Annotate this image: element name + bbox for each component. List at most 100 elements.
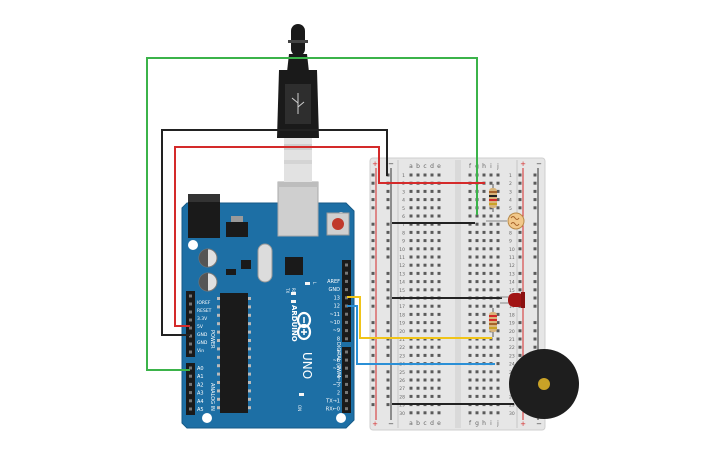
breadboard-hole[interactable] xyxy=(430,239,434,243)
breadboard-hole[interactable] xyxy=(437,263,441,267)
breadboard-hole[interactable] xyxy=(437,386,441,390)
breadboard-hole[interactable] xyxy=(430,198,434,202)
rail-hole[interactable] xyxy=(371,321,375,325)
breadboard-hole[interactable] xyxy=(416,230,420,234)
rail-hole[interactable] xyxy=(518,280,522,284)
breadboard-hole[interactable] xyxy=(430,206,434,210)
rail-hole[interactable] xyxy=(533,296,537,300)
breadboard-hole[interactable] xyxy=(482,312,486,316)
rail-hole[interactable] xyxy=(371,173,375,177)
breadboard-hole[interactable] xyxy=(468,263,472,267)
rail-hole[interactable] xyxy=(518,353,522,357)
rail-hole[interactable] xyxy=(533,271,537,275)
breadboard-hole[interactable] xyxy=(482,206,486,210)
rail-hole[interactable] xyxy=(386,403,390,407)
breadboard-hole[interactable] xyxy=(475,394,479,398)
breadboard-hole[interactable] xyxy=(423,353,427,357)
breadboard-hole[interactable] xyxy=(409,312,413,316)
breadboard-hole[interactable] xyxy=(416,345,420,349)
breadboard-hole[interactable] xyxy=(437,329,441,333)
breadboard-hole[interactable] xyxy=(409,263,413,267)
breadboard-hole[interactable] xyxy=(430,411,434,415)
wire-blue-pin11[interactable] xyxy=(347,305,495,365)
breadboard-hole[interactable] xyxy=(482,271,486,275)
rail-hole[interactable] xyxy=(518,206,522,210)
breadboard-hole[interactable] xyxy=(409,271,413,275)
rail-hole[interactable] xyxy=(533,280,537,284)
breadboard-hole[interactable] xyxy=(482,370,486,374)
header-pin[interactable] xyxy=(189,366,192,370)
breadboard-hole[interactable] xyxy=(496,263,500,267)
breadboard-hole[interactable] xyxy=(482,353,486,357)
breadboard-hole[interactable] xyxy=(489,214,493,218)
breadboard-hole[interactable] xyxy=(489,386,493,390)
breadboard-hole[interactable] xyxy=(430,394,434,398)
rail-hole[interactable] xyxy=(371,329,375,333)
rail-hole[interactable] xyxy=(518,247,522,251)
rail-hole[interactable] xyxy=(386,280,390,284)
breadboard-hole[interactable] xyxy=(482,222,486,226)
breadboard-hole[interactable] xyxy=(468,222,472,226)
rail-hole[interactable] xyxy=(533,288,537,292)
breadboard-hole[interactable] xyxy=(409,370,413,374)
breadboard-hole[interactable] xyxy=(423,247,427,251)
breadboard-hole[interactable] xyxy=(437,288,441,292)
breadboard-hole[interactable] xyxy=(496,345,500,349)
breadboard-hole[interactable] xyxy=(423,370,427,374)
breadboard-hole[interactable] xyxy=(496,370,500,374)
breadboard-hole[interactable] xyxy=(475,304,479,308)
rail-hole[interactable] xyxy=(386,189,390,193)
breadboard-hole[interactable] xyxy=(416,378,420,382)
header-pin[interactable] xyxy=(345,350,348,354)
breadboard-hole[interactable] xyxy=(468,189,472,193)
rail-hole[interactable] xyxy=(371,247,375,251)
rail-hole[interactable] xyxy=(386,296,390,300)
breadboard-hole[interactable] xyxy=(475,411,479,415)
breadboard-hole[interactable] xyxy=(468,288,472,292)
breadboard-hole[interactable] xyxy=(496,255,500,259)
breadboard-hole[interactable] xyxy=(496,230,500,234)
rail-hole[interactable] xyxy=(386,222,390,226)
breadboard-hole[interactable] xyxy=(482,329,486,333)
breadboard-hole[interactable] xyxy=(496,198,500,202)
rail-hole[interactable] xyxy=(533,222,537,226)
breadboard-hole[interactable] xyxy=(496,288,500,292)
breadboard-hole[interactable] xyxy=(416,263,420,267)
breadboard-hole[interactable] xyxy=(468,173,472,177)
breadboard-hole[interactable] xyxy=(430,370,434,374)
rail-hole[interactable] xyxy=(533,304,537,308)
breadboard-hole[interactable] xyxy=(430,304,434,308)
breadboard-hole[interactable] xyxy=(468,411,472,415)
header-pin[interactable] xyxy=(345,296,348,300)
breadboard-hole[interactable] xyxy=(475,280,479,284)
breadboard-hole[interactable] xyxy=(489,181,493,185)
breadboard-hole[interactable] xyxy=(475,378,479,382)
breadboard-hole[interactable] xyxy=(423,411,427,415)
header-pin[interactable] xyxy=(189,374,192,378)
breadboard-hole[interactable] xyxy=(416,329,420,333)
breadboard-hole[interactable] xyxy=(416,394,420,398)
rail-hole[interactable] xyxy=(386,239,390,243)
rail-hole[interactable] xyxy=(386,370,390,374)
breadboard-hole[interactable] xyxy=(423,345,427,349)
rail-hole[interactable] xyxy=(386,378,390,382)
breadboard-hole[interactable] xyxy=(437,255,441,259)
header-pin[interactable] xyxy=(345,358,348,362)
breadboard-hole[interactable] xyxy=(430,345,434,349)
breadboard-hole[interactable] xyxy=(409,198,413,202)
rail-hole[interactable] xyxy=(533,239,537,243)
resistor-led[interactable] xyxy=(489,308,497,337)
breadboard-hole[interactable] xyxy=(430,214,434,218)
breadboard-hole[interactable] xyxy=(489,222,493,226)
breadboard-hole[interactable] xyxy=(496,353,500,357)
breadboard-hole[interactable] xyxy=(475,353,479,357)
breadboard-hole[interactable] xyxy=(409,386,413,390)
breadboard-hole[interactable] xyxy=(468,370,472,374)
header-pin[interactable] xyxy=(189,407,192,411)
breadboard-hole[interactable] xyxy=(437,239,441,243)
breadboard-hole[interactable] xyxy=(482,345,486,349)
breadboard-hole[interactable] xyxy=(409,255,413,259)
breadboard-hole[interactable] xyxy=(416,312,420,316)
breadboard-hole[interactable] xyxy=(489,263,493,267)
breadboard-hole[interactable] xyxy=(468,239,472,243)
